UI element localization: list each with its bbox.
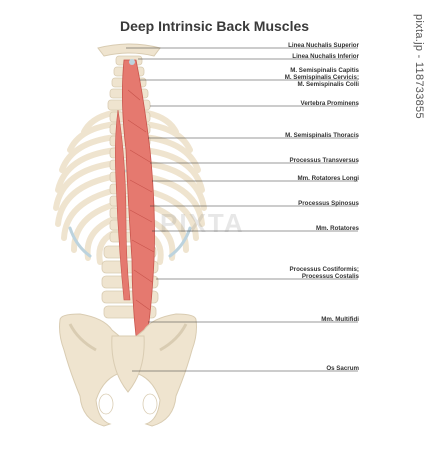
label-semispinalis-thoracis: M. Semispinalis Thoracis [285,132,359,139]
label-line: M. Semispinalis Colli [297,81,359,89]
label-processus-spinosus: Processus Spinosus [298,200,359,207]
label-rotatores-longi: Mm. Rotatores Longi [297,175,359,182]
side-watermark: pixta.jp - 118733855 [413,14,425,119]
obturator-holes [98,393,158,415]
pelvis-right [131,313,197,427]
skull-base [97,43,161,57]
rib-cage-left [53,109,121,265]
label-linea-nuchalis-superior: Linea Nuchalis Superior [288,42,359,49]
label-processus-transversus: Processus Transversus [289,157,359,164]
pelvis [59,313,125,427]
muscle-fibers [127,89,155,311]
sacrum [111,335,145,393]
label-line: M. Semispinalis Capitis [290,67,359,74]
label-rotatores: Mm. Rotatores [316,225,359,232]
label-os-sacrum: Os Sacrum [326,365,359,372]
label-line: Processus Costalis [301,273,359,281]
label-line: Processus Costiformis; [289,266,359,273]
center-watermark: PIXTA [160,208,245,238]
label-semispinalis-capitis: M. Semispinalis Capitis M. Semispinalis … [285,67,359,89]
label-line: M. Semispinalis Cervicis; [284,74,359,82]
ilium-shade-right [159,323,188,352]
ilium-shade [68,323,97,352]
label-linea-nuchalis-inferior: Linea Nuchalis Inferior [292,53,359,60]
leader-lines [126,47,358,372]
diagram-title: Deep Intrinsic Back Muscles [119,18,310,34]
label-vertebra-prominens: Vertebra Prominens [300,100,359,107]
rotatores-muscle [115,109,131,301]
label-processus-costiformis: Processus Costiformis; Processus Costali… [290,266,359,280]
label-multifidi: Mm. Multifidi [321,316,359,323]
